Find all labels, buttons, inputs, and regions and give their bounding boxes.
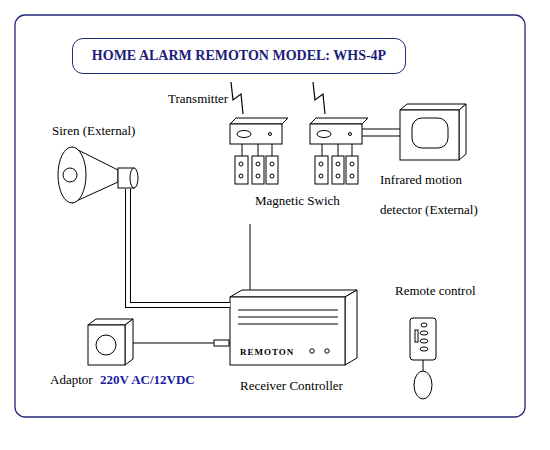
transmitter-antenna <box>231 82 243 114</box>
magnetic-switch <box>242 144 243 156</box>
transmitter-box <box>230 124 282 144</box>
magnetic-switch <box>322 144 323 156</box>
receiver-figure <box>238 317 338 318</box>
magnetic-switch <box>258 144 259 156</box>
transmitter-box <box>310 124 362 144</box>
magnetic-switch <box>350 162 354 166</box>
node-sublabel: Receiver Controller <box>240 378 343 393</box>
transmitter-box <box>230 118 368 144</box>
adaptor-figure <box>125 319 133 365</box>
remote-figure <box>410 318 436 399</box>
motion-detector-figure <box>400 110 459 160</box>
magnetic-switch <box>319 162 323 166</box>
magnetic-switch <box>315 156 328 184</box>
magnetic-switch <box>336 174 340 178</box>
node-label: Remote control <box>395 283 476 298</box>
node-label: Adaptor <box>50 372 93 387</box>
transmitter-box <box>237 131 251 138</box>
receiver-figure <box>230 290 357 297</box>
detector-wire <box>362 129 400 136</box>
transmitter-box <box>269 133 272 136</box>
outer-frame <box>15 15 525 417</box>
magnetic-switch <box>338 144 339 156</box>
detector-wire <box>362 129 400 130</box>
detector-wire <box>362 136 400 137</box>
magnetic-switch <box>332 156 344 184</box>
power-plug <box>214 340 229 346</box>
transmitter-box <box>310 118 368 124</box>
node-label: REMOTON <box>240 345 294 360</box>
motion-detector-figure <box>400 104 466 160</box>
magnetic-switch <box>239 162 243 166</box>
magnetic-switch <box>266 156 278 184</box>
wire <box>128 189 230 305</box>
magnetic-switch <box>235 144 358 184</box>
adaptor: Adaptor220V AC/12VDC <box>88 325 125 365</box>
magnetic-switch <box>346 156 358 184</box>
node-label: Infrared motion detector (External) <box>380 165 498 225</box>
wire <box>128 189 230 305</box>
remote-figure <box>410 318 436 360</box>
node-label: Siren (External) <box>52 123 135 138</box>
adaptor-figure <box>96 335 116 355</box>
part-label: Magnetic Swich <box>255 193 340 208</box>
siren-figure <box>58 147 86 203</box>
receiver-figure <box>238 310 338 311</box>
remote-control: Remote control <box>410 318 436 360</box>
magnetic-switch <box>270 162 274 166</box>
magnetic-switch <box>272 144 273 156</box>
remote-figure <box>421 323 427 327</box>
transmitter-antenna <box>313 82 325 114</box>
receiver-figure <box>238 324 338 325</box>
receiver-figure <box>310 349 314 353</box>
outer-frame <box>15 15 525 417</box>
siren-figure <box>130 168 138 188</box>
magnetic-switch <box>256 162 260 166</box>
magnetic-switch <box>336 162 340 166</box>
transmitter-box <box>349 133 352 136</box>
receiver-figure <box>230 297 345 365</box>
remote-figure <box>420 339 428 343</box>
motion-detector: Infrared motion detector (External) <box>400 110 459 160</box>
siren: Siren (External) <box>55 145 140 189</box>
receiver-controller: REMOTONReceiver Controller <box>230 297 345 365</box>
motion-detector-figure <box>412 118 448 148</box>
node-sublabel: 220V AC/12VDC <box>100 372 195 387</box>
magnetic-switch <box>252 156 264 184</box>
magnetic-switch <box>239 174 243 178</box>
remote-figure <box>415 330 418 342</box>
part-label: Transmitter <box>168 91 228 106</box>
remote-figure <box>423 360 424 371</box>
receiver-figure <box>230 224 357 365</box>
transmitter-box <box>230 118 288 124</box>
magnetic-switch <box>235 156 248 184</box>
remote-figure <box>414 371 432 399</box>
transmitter-antenna <box>231 82 325 114</box>
magnetic-switch <box>319 174 323 178</box>
magnetic-switch <box>270 174 274 178</box>
siren-figure <box>63 168 77 182</box>
receiver-figure <box>345 290 357 365</box>
magnetic-switch <box>256 174 260 178</box>
receiver-figure <box>250 224 251 294</box>
transmitter-box <box>317 131 331 138</box>
motion-detector-figure <box>459 104 466 160</box>
magnetic-switch <box>350 174 354 178</box>
wire <box>128 189 230 305</box>
diagram-title: HOME ALARM REMOTON MODEL: WHS-4P <box>72 38 406 74</box>
remote-figure <box>420 331 428 335</box>
motion-detector-figure <box>400 104 466 110</box>
magnetic-switch <box>352 144 353 156</box>
receiver-figure <box>325 349 329 353</box>
power-plug <box>214 340 229 346</box>
adaptor-figure <box>88 325 125 365</box>
adaptor-figure <box>88 319 133 365</box>
remote-figure <box>420 347 428 351</box>
